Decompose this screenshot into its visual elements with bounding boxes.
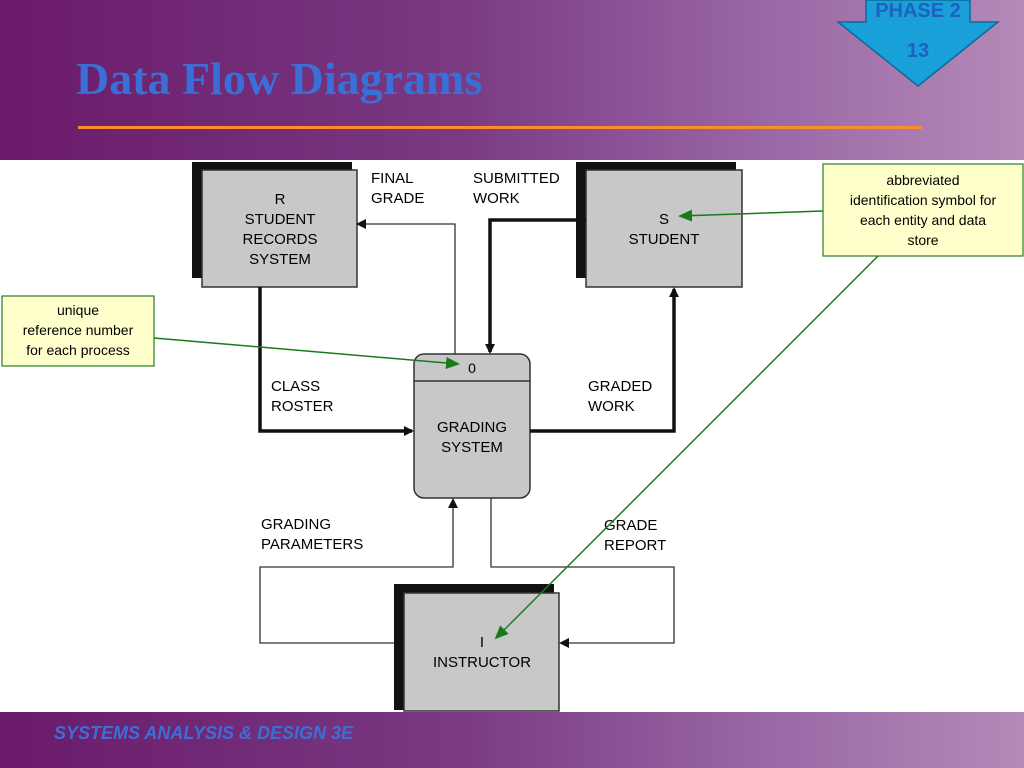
- flow-final-grade-line2: GRADE: [371, 190, 424, 207]
- flow-graded-work-line1: GRADED: [588, 378, 652, 395]
- flow-grading-parameters-line2: PARAMETERS: [261, 536, 363, 553]
- phase-label: PHASE 2: [875, 0, 961, 22]
- slide-number: 13: [906, 40, 930, 62]
- flow-class-roster-line1: CLASS: [271, 378, 320, 395]
- process-line2: SYSTEM: [441, 439, 503, 456]
- flow-grading-parameters-line1: GRADING: [261, 516, 331, 533]
- entity-student: S STUDENT: [576, 162, 743, 288]
- callout-abbreviated-symbol: abbreviated identification symbol for ea…: [494, 163, 1024, 640]
- callout-reference-number: unique reference number for each process: [1, 295, 460, 369]
- flow-graded-work-line2: WORK: [588, 398, 635, 415]
- callout-reference-line2: reference number: [23, 322, 134, 338]
- entity-instructor-code: I: [480, 634, 484, 651]
- callout-abbreviated-line4: store: [907, 232, 938, 248]
- entity-records-line3: SYSTEM: [249, 251, 311, 268]
- callout-abbreviated-line3: each entity and data: [860, 212, 986, 228]
- flow-final-grade: FINAL GRADE: [356, 170, 456, 354]
- flow-grading-parameters: GRADING PARAMETERS: [259, 498, 458, 644]
- flow-class-roster-line2: ROSTER: [271, 398, 334, 415]
- slide-title: Data Flow Diagrams: [76, 53, 483, 104]
- callout-reference-line3: for each process: [26, 342, 130, 358]
- flow-submitted-work-line1: SUBMITTED: [473, 170, 560, 187]
- flow-grade-report-line1: GRADE: [604, 517, 657, 534]
- flow-submitted-work-line2: WORK: [473, 190, 520, 207]
- process-line1: GRADING: [437, 419, 507, 436]
- flow-final-grade-line1: FINAL: [371, 170, 414, 187]
- process-grading-system: 0 GRADING SYSTEM: [413, 353, 531, 499]
- entity-records-line1: STUDENT: [245, 211, 316, 228]
- entity-student-code: S: [659, 211, 669, 228]
- phase-arrow-icon: [836, 0, 1000, 87]
- entity-student-records: R STUDENT RECORDS SYSTEM: [192, 162, 358, 288]
- flow-grade-report-line2: REPORT: [604, 537, 666, 554]
- flow-class-roster: CLASS ROSTER: [258, 287, 414, 436]
- callout-reference-line1: unique: [57, 302, 99, 318]
- entity-records-line2: RECORDS: [242, 231, 317, 248]
- entity-instructor: I INSTRUCTOR: [394, 584, 560, 712]
- flow-graded-work: GRADED WORK: [530, 287, 679, 433]
- entity-instructor-line1: INSTRUCTOR: [433, 654, 531, 671]
- data-flow-diagram: R STUDENT RECORDS SYSTEM S STUDENT I INS…: [1, 162, 1024, 712]
- entity-student-line1: STUDENT: [629, 231, 700, 248]
- flow-grade-report: GRADE REPORT: [490, 498, 675, 648]
- footer-book-title: SYSTEMS ANALYSIS & DESIGN 3E: [54, 723, 354, 743]
- process-number: 0: [468, 360, 476, 376]
- callout-abbreviated-line1: abbreviated: [886, 172, 959, 188]
- entity-records-code: R: [275, 191, 286, 208]
- callout-abbreviated-line2: identification symbol for: [850, 192, 997, 208]
- title-underline: [78, 126, 922, 129]
- flow-submitted-work: SUBMITTED WORK: [473, 170, 586, 354]
